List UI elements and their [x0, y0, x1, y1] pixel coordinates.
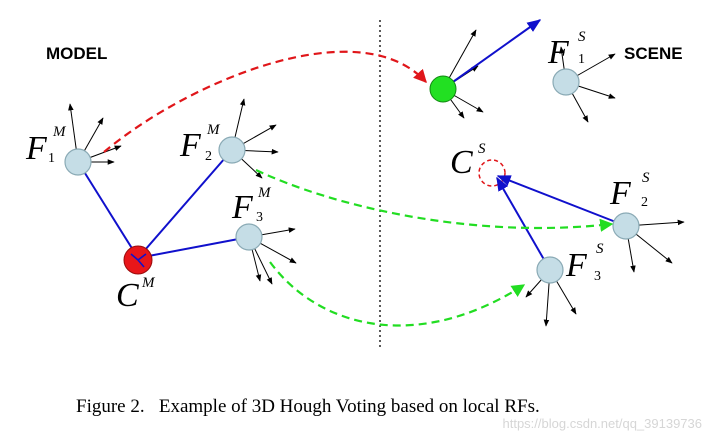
feature-f2-scene-node	[612, 212, 640, 240]
scene-center-node	[478, 159, 506, 187]
figure-caption: Figure 2. Example of 3D Hough Voting bas…	[76, 396, 540, 417]
feature-f2-scene: F S 2	[609, 170, 685, 273]
model-center-sup: M	[141, 275, 156, 291]
vote-center-f1-node	[429, 75, 457, 103]
correspondence-arrow-f3	[269, 261, 526, 327]
feature-f1-scene-node	[552, 68, 580, 96]
feature-f3-scene-sub: 3	[594, 269, 601, 284]
scene-center-label: C	[450, 144, 473, 181]
feature-f3-scene-node	[536, 256, 564, 284]
feature-f3-model: F M 3	[231, 185, 297, 285]
vector-f3s-to-cs	[496, 176, 551, 271]
feature-f3-scene-sup: S	[596, 241, 604, 257]
feature-f3-model-node	[235, 223, 263, 251]
scene-center-sup: S	[478, 141, 486, 157]
model-center: C M	[116, 245, 156, 314]
feature-f2-model-sub: 2	[205, 149, 212, 164]
feature-f1-scene: F S 1	[547, 29, 616, 123]
correspondence-arrow-f1	[103, 50, 427, 153]
feature-f1-scene-sup: S	[578, 29, 586, 45]
feature-f1-model-label: F	[25, 130, 48, 167]
feature-f2-model-label: F	[179, 127, 202, 164]
feature-f1-model-sub: 1	[48, 151, 55, 166]
model-center-label: C	[116, 277, 139, 314]
vector-f2s-to-cs	[496, 175, 627, 227]
vector-f3m-to-cm	[137, 236, 250, 259]
vote-center-f1	[429, 19, 542, 119]
feature-f1-model-sup: M	[52, 124, 67, 140]
feature-f1-model-node	[64, 148, 92, 176]
feature-f3-model-sub: 3	[256, 210, 263, 225]
feature-f1-model: F M 1	[25, 103, 122, 176]
feature-f1-scene-label: F	[547, 34, 570, 71]
feature-f3-scene: F S 3	[525, 241, 604, 327]
scene-vectors	[496, 175, 627, 271]
model-label: MODEL	[46, 44, 107, 63]
vote-vector	[442, 19, 542, 90]
vector-f2m-to-cm	[137, 149, 233, 259]
feature-f2-model-sup: M	[206, 122, 221, 138]
feature-f3-model-label: F	[231, 189, 254, 226]
feature-f2-scene-sub: 2	[641, 195, 648, 210]
feature-f3-scene-label: F	[565, 247, 588, 284]
feature-f2-scene-sup: S	[642, 170, 650, 186]
feature-f2-model-node	[218, 136, 246, 164]
correspondence-arrow-f2	[255, 169, 614, 232]
feature-f3-model-sup: M	[257, 185, 272, 201]
model-vectors	[77, 149, 250, 259]
watermark: https://blog.csdn.net/qq_39139736	[503, 416, 703, 431]
scene-center: C S	[450, 141, 506, 187]
feature-f2-model: F M 2	[179, 98, 279, 179]
scene-label: SCENE	[624, 44, 683, 63]
vector-f1m-to-cm	[77, 161, 139, 259]
feature-f2-scene-label: F	[609, 175, 632, 212]
feature-f1-scene-sub: 1	[578, 52, 585, 67]
